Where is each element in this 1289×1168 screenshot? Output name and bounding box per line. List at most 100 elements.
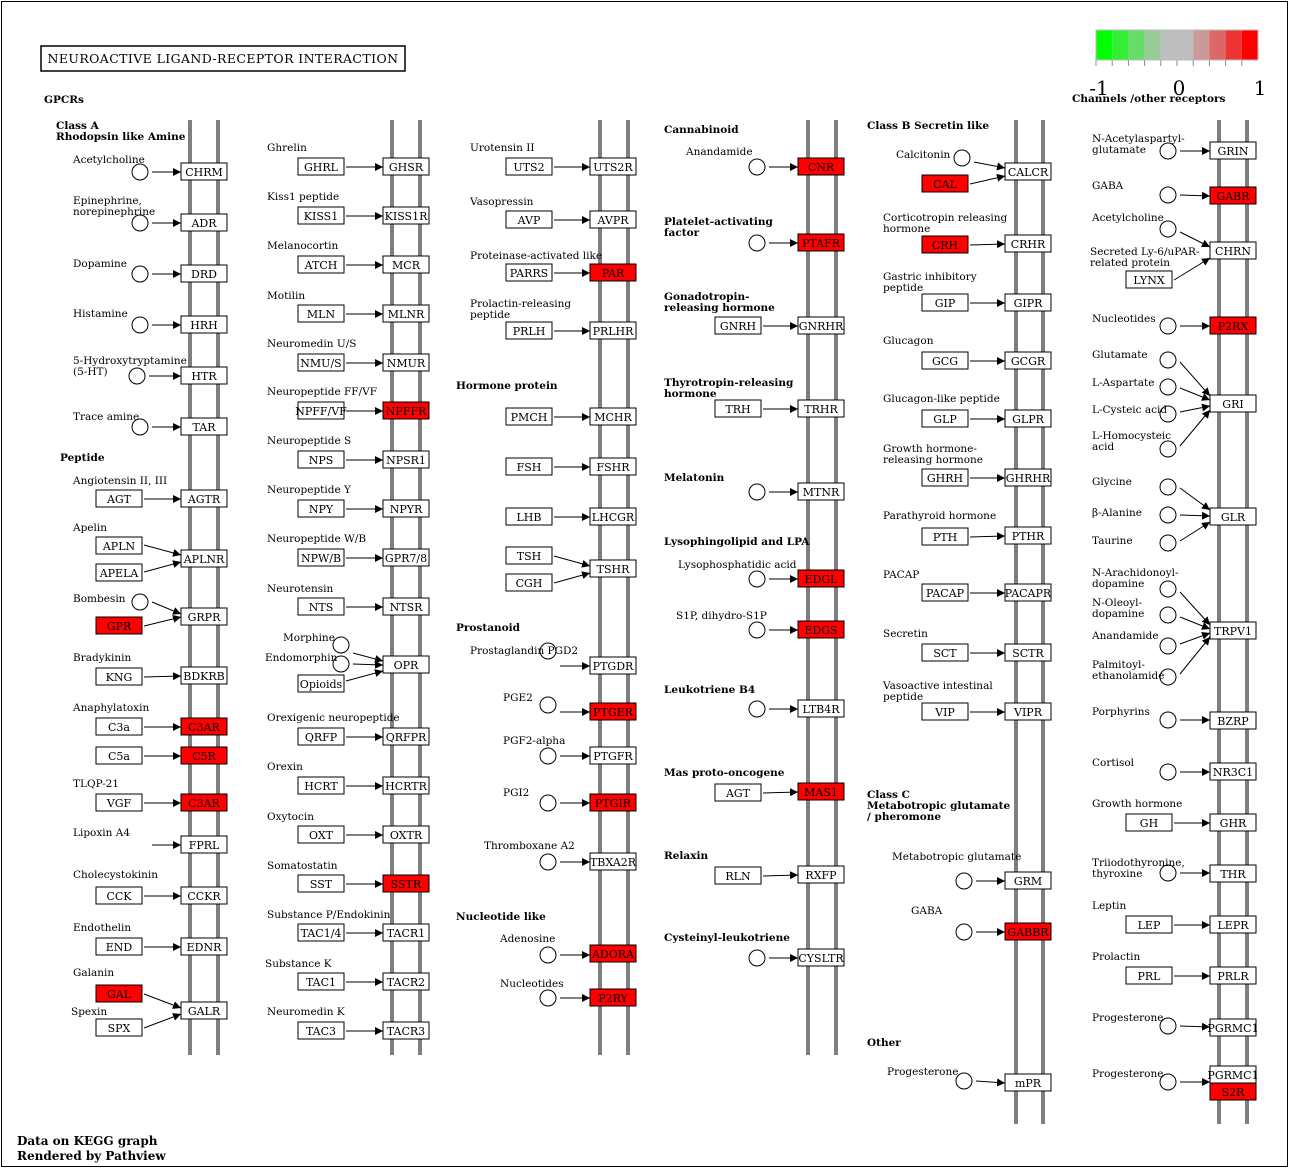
gene-node-c5r[interactable]: C5R (180, 746, 228, 765)
compound-circle[interactable] (1159, 637, 1177, 655)
gene-node-qrfpr[interactable]: QRFPR (382, 727, 430, 746)
gene-node-lynx[interactable]: LYNX (1125, 270, 1173, 289)
gene-node-trpv1[interactable]: TRPV1 (1209, 621, 1257, 640)
gene-node-npyr[interactable]: NPYR (382, 499, 430, 518)
gene-node-cckr[interactable]: CCKR (180, 886, 228, 905)
gene-node-apela[interactable]: APELA (95, 563, 143, 582)
gene-node-mpr[interactable]: mPR (1004, 1073, 1052, 1092)
gene-node-edgs[interactable]: EDGS (797, 620, 845, 639)
gene-node-end[interactable]: END (95, 937, 143, 956)
gene-node-grm[interactable]: GRM (1004, 871, 1052, 890)
compound-circle[interactable] (539, 794, 557, 812)
gene-node-tacr1[interactable]: TACR1 (382, 923, 430, 942)
gene-node-lhcgr[interactable]: LHCGR (589, 507, 637, 526)
gene-node-lep[interactable]: LEP (1125, 915, 1173, 934)
compound-circle[interactable] (955, 923, 973, 941)
gene-node-atch[interactable]: ATCH (297, 255, 345, 274)
gene-node-glpr[interactable]: GLPR (1004, 409, 1052, 428)
compound-circle[interactable] (1159, 440, 1177, 458)
compound-circle[interactable] (1159, 534, 1177, 552)
gene-node-gh[interactable]: GH (1125, 813, 1173, 832)
gene-node-pthr[interactable]: PTHR (1004, 526, 1052, 545)
gene-node-pgrmc1[interactable]: PGRMC1 (1207, 1018, 1259, 1037)
gene-node-nmur[interactable]: NMUR (382, 353, 430, 372)
gene-node-chrn[interactable]: CHRN (1209, 241, 1257, 260)
gene-node-uts2r[interactable]: UTS2R (589, 157, 637, 176)
compound-circle[interactable] (131, 265, 149, 283)
compound-circle[interactable] (1159, 142, 1177, 160)
gene-node-tac3[interactable]: TAC3 (297, 1021, 345, 1040)
gene-node-c3a[interactable]: C3a (95, 717, 143, 736)
gene-node-spx[interactable]: SPX (95, 1018, 143, 1037)
gene-node-kng[interactable]: KNG (95, 667, 143, 686)
compound-circle[interactable] (748, 234, 766, 252)
gene-node-mlnr[interactable]: MLNR (382, 304, 430, 323)
compound-circle[interactable] (748, 949, 766, 967)
gene-node-sctr[interactable]: SCTR (1004, 643, 1052, 662)
gene-node-cgh[interactable]: CGH (505, 573, 553, 592)
gene-node-pacapr[interactable]: PACAPR (1004, 583, 1052, 602)
gene-node-ghr[interactable]: GHR (1209, 813, 1257, 832)
compound-circle[interactable] (1159, 1017, 1177, 1035)
gene-node-ptgir[interactable]: PTGIR (589, 793, 637, 812)
gene-node-thr[interactable]: THR (1209, 864, 1257, 883)
compound-circle[interactable] (748, 621, 766, 639)
gene-node-npffvf[interactable]: NPFF/VF (295, 401, 347, 420)
gene-node-hcrtr[interactable]: HCRTR (382, 776, 430, 795)
gene-node-hcrt[interactable]: HCRT (297, 776, 345, 795)
compound-circle[interactable] (748, 483, 766, 501)
gene-node-ghrhr[interactable]: GHRHR (1004, 468, 1052, 487)
gene-node-cysltr[interactable]: CYSLTR (797, 948, 845, 967)
gene-node-cal[interactable]: CAL (921, 174, 969, 193)
gene-node-avp[interactable]: AVP (505, 210, 553, 229)
gene-node-prlh[interactable]: PRLH (505, 321, 553, 340)
gene-node-gri[interactable]: GRI (1209, 394, 1257, 413)
gene-node-tar[interactable]: TAR (180, 417, 228, 436)
gene-node-npsr1[interactable]: NPSR1 (382, 450, 430, 469)
gene-node-vgf[interactable]: VGF (95, 793, 143, 812)
gene-node-gipr[interactable]: GIPR (1004, 293, 1052, 312)
gene-node-mcr[interactable]: MCR (382, 255, 430, 274)
gene-node-ghrh[interactable]: GHRH (921, 468, 969, 487)
compound-circle[interactable] (131, 418, 149, 436)
gene-node-trh[interactable]: TRH (714, 399, 762, 418)
gene-node-crh[interactable]: CRH (921, 235, 969, 254)
gene-node-ghsr[interactable]: GHSR (382, 157, 430, 176)
gene-node-prlr[interactable]: PRLR (1209, 966, 1257, 985)
compound-circle[interactable] (1159, 580, 1177, 598)
compound-circle[interactable] (1159, 317, 1177, 335)
gene-node-tac1[interactable]: TAC1 (297, 972, 345, 991)
compound-circle[interactable] (1159, 378, 1177, 396)
gene-node-prlhr[interactable]: PRLHR (589, 321, 637, 340)
gene-node-gabr[interactable]: GABR (1209, 186, 1257, 205)
gene-node-nps[interactable]: NPS (297, 450, 345, 469)
gene-node-gcgr[interactable]: GCGR (1004, 351, 1052, 370)
gene-node-parrs[interactable]: PARRS (505, 263, 553, 282)
gene-node-htr[interactable]: HTR (180, 366, 228, 385)
gene-node-gnrh[interactable]: GNRH (714, 316, 762, 335)
gene-node-galr[interactable]: GALR (180, 1001, 228, 1020)
gene-node-pgrmc1b[interactable]: PGRMC1 (1207, 1065, 1259, 1084)
gene-node-pmch[interactable]: PMCH (505, 407, 553, 426)
gene-node-ptgfr[interactable]: PTGFR (589, 746, 637, 765)
gene-node-tacr2[interactable]: TACR2 (382, 972, 430, 991)
compound-circle[interactable] (1159, 1073, 1177, 1091)
gene-node-cnr[interactable]: CNR (797, 157, 845, 176)
gene-node-gcg[interactable]: GCG (921, 351, 969, 370)
gene-node-c3ar[interactable]: C3AR (180, 717, 228, 736)
compound-circle[interactable] (955, 872, 973, 890)
gene-node-mln[interactable]: MLN (297, 304, 345, 323)
compound-circle[interactable] (539, 989, 557, 1007)
gene-node-glr[interactable]: GLR (1209, 507, 1257, 526)
gene-node-uts2[interactable]: UTS2 (505, 157, 553, 176)
gene-node-trhr[interactable]: TRHR (797, 399, 845, 418)
gene-node-calcr[interactable]: CALCR (1004, 162, 1052, 181)
gene-node-mas1[interactable]: MAS1 (797, 782, 845, 801)
gene-node-gnrhr[interactable]: GNRHR (797, 316, 845, 335)
compound-circle[interactable] (128, 367, 146, 385)
gene-node-npwb[interactable]: NPW/B (297, 548, 345, 567)
gene-node-c3ar-t[interactable]: C3AR (180, 793, 228, 812)
gene-node-ptger[interactable]: PTGER (589, 702, 637, 721)
gene-node-opr[interactable]: OPR (382, 655, 430, 674)
compound-circle[interactable] (1159, 506, 1177, 524)
